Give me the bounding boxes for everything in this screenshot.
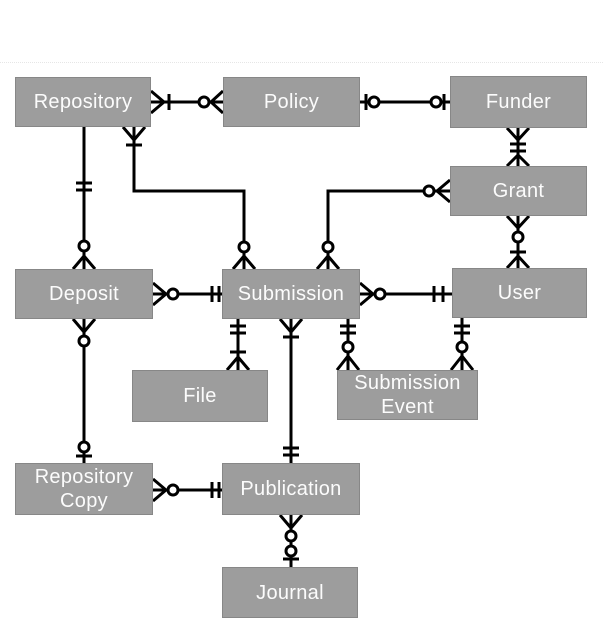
entity-deposit-label: Deposit bbox=[49, 283, 119, 305]
connector-funder-grant bbox=[505, 126, 531, 168]
connector-repository-deposit bbox=[71, 127, 97, 270]
connector-submission-file bbox=[225, 319, 251, 371]
entity-submission: Submission bbox=[222, 269, 360, 319]
connector-repository-policy bbox=[150, 89, 225, 115]
entity-repository: Repository bbox=[15, 77, 151, 127]
entity-submission-label: Submission bbox=[237, 283, 345, 305]
connector-user-submission-event bbox=[449, 318, 475, 371]
entity-funder-label: Funder bbox=[485, 91, 552, 113]
entity-publication-label: Publication bbox=[240, 478, 342, 500]
entity-deposit: Deposit bbox=[15, 269, 153, 319]
entity-journal: Journal bbox=[222, 567, 358, 618]
connector-deposit-repository-copy bbox=[71, 318, 97, 463]
entity-user: User bbox=[452, 268, 587, 318]
entity-policy-label: Policy bbox=[263, 91, 320, 113]
connector-policy-funder bbox=[360, 94, 450, 110]
connector-grant-user bbox=[505, 214, 531, 270]
entity-repository-copy-label: Repository Copy bbox=[34, 466, 134, 512]
entity-funder: Funder bbox=[450, 76, 587, 128]
connector-repository-copy-publication bbox=[152, 477, 222, 503]
entity-file-label: File bbox=[183, 385, 217, 407]
connector-deposit-submission bbox=[152, 281, 222, 307]
faint-artifact-line bbox=[0, 62, 603, 63]
entity-policy: Policy bbox=[223, 77, 360, 127]
entity-publication: Publication bbox=[222, 463, 360, 515]
entity-journal-label: Journal bbox=[256, 581, 324, 604]
connector-submission-submission-event bbox=[335, 319, 361, 371]
connector-submission-publication bbox=[278, 318, 304, 463]
connector-grant-submission bbox=[315, 178, 451, 270]
connector-repository-submission bbox=[121, 126, 257, 270]
connector-submission-user bbox=[359, 281, 452, 307]
entity-submission-event-label: Submission Event bbox=[354, 372, 461, 418]
entity-repository-label: Repository bbox=[33, 91, 133, 113]
entity-user-label: User bbox=[497, 282, 542, 304]
entity-grant-label: Grant bbox=[492, 180, 545, 202]
entity-grant: Grant bbox=[450, 166, 587, 216]
entity-file: File bbox=[132, 370, 268, 422]
entity-repository-copy: Repository Copy bbox=[15, 463, 153, 515]
entity-submission-event: Submission Event bbox=[337, 370, 478, 420]
connector-publication-journal bbox=[278, 514, 304, 567]
